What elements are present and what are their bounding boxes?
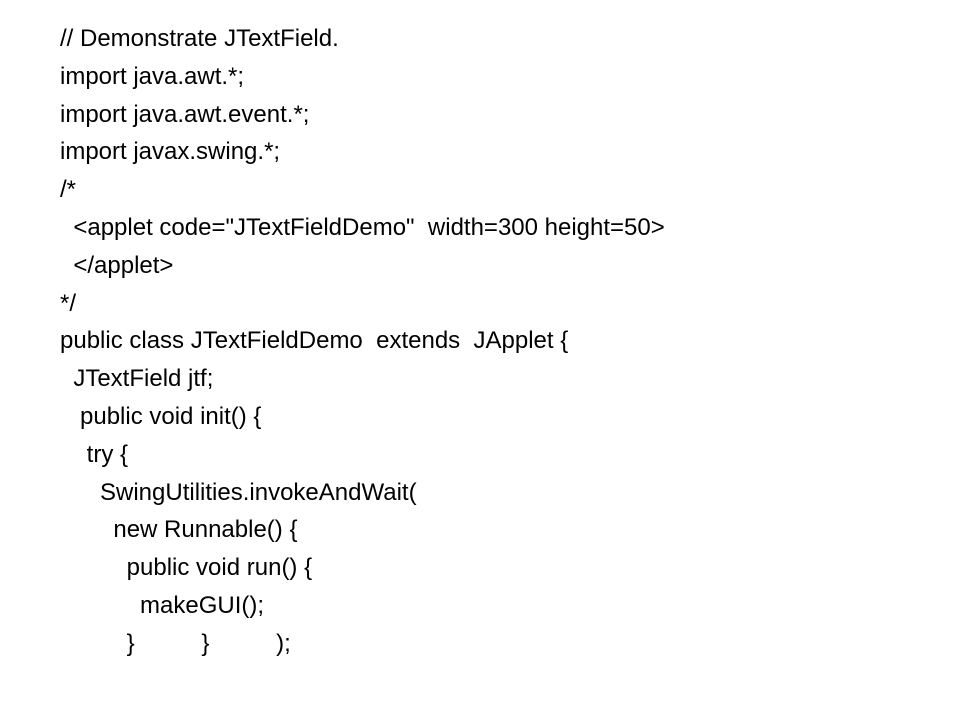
code-listing: // Demonstrate JTextField. import java.a… bbox=[60, 20, 665, 663]
code-line: <applet code="JTextFieldDemo" width=300 … bbox=[60, 213, 665, 241]
code-line: makeGUI(); bbox=[60, 591, 265, 619]
code-line: import java.awt.*; bbox=[60, 62, 245, 90]
code-line: import java.awt.event.*; bbox=[60, 100, 310, 128]
code-line: public class JTextFieldDemo extends JApp… bbox=[60, 327, 569, 355]
code-line: /* bbox=[60, 176, 77, 204]
code-line: } } ); bbox=[60, 629, 291, 657]
code-line: try { bbox=[60, 440, 129, 468]
code-line: import javax.swing.*; bbox=[60, 138, 281, 166]
code-line: public void run() { bbox=[60, 554, 313, 582]
code-line: */ bbox=[60, 289, 77, 317]
code-line: SwingUtilities.invokeAndWait( bbox=[60, 478, 417, 506]
code-line: </applet> bbox=[60, 251, 174, 279]
code-line: JTextField jtf; bbox=[60, 365, 214, 393]
code-line: public void init() { bbox=[60, 402, 262, 430]
code-line: new Runnable() { bbox=[60, 516, 298, 544]
code-line: // Demonstrate JTextField. bbox=[60, 25, 339, 52]
